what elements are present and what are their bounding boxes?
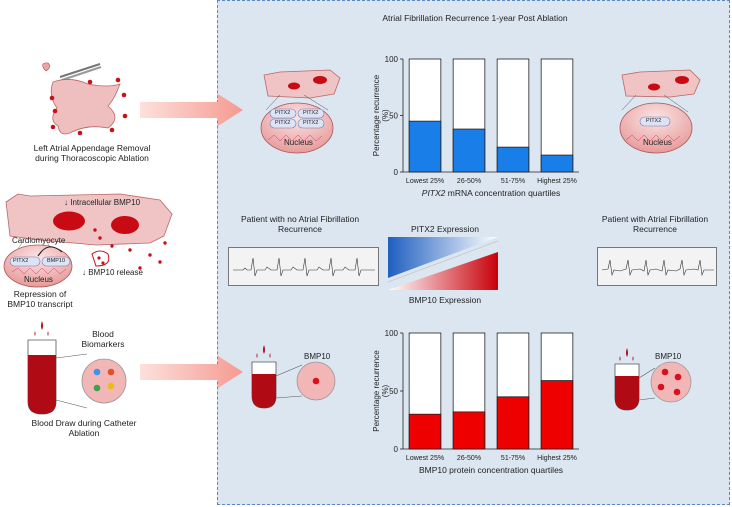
- bmp10-label-left: BMP10: [47, 258, 66, 264]
- y-axis-label: Percentage recurrence: [372, 74, 381, 156]
- af-label-2: Recurrence: [633, 224, 677, 234]
- nucleus-label-right: Nucleus: [643, 138, 672, 147]
- pitx2-expression-label: PITX2 Expression: [410, 224, 480, 234]
- y-axis-unit: (%): [381, 384, 390, 397]
- ecg-no-recurrence: [228, 247, 379, 286]
- x-tick-label: Highest 25%: [537, 178, 577, 185]
- bar-recurrence: [452, 128, 486, 173]
- atrial-appendage-icon: [42, 62, 128, 136]
- no-af-label-2: Recurrence: [278, 224, 322, 234]
- blood-draw-label-2: Ablation: [68, 428, 100, 438]
- appendage-caption-2: during Thoracoscopic Ablation: [35, 153, 149, 163]
- appendage-caption-1: Left Atrial Appendage Removal: [33, 143, 151, 153]
- bmp10-tube-label-right: BMP10: [655, 352, 682, 361]
- nucleus-label-left: Nucleus: [24, 275, 53, 284]
- nucleus-label-mid: Nucleus: [284, 138, 313, 147]
- blood-tube-low-bmp10-icon: [251, 345, 336, 409]
- y-axis-label: Percentage recurrence: [372, 350, 381, 432]
- pitx2-tag-4: PITX2: [303, 120, 319, 126]
- bmp10-expression-label: BMP10 Expression: [408, 295, 482, 305]
- blood-tube-high-bmp10-icon: [614, 348, 692, 411]
- bar-remainder: [540, 58, 574, 173]
- blood-draw-label-1: Blood Draw during Catheter: [31, 418, 137, 428]
- x-axis-label: BMP10 protein concentration quartiles: [419, 465, 563, 475]
- arrow-right-top: [140, 94, 243, 126]
- biomarkers-label-2: Biomarkers: [81, 339, 125, 349]
- bmp10-tube-label-mid: BMP10: [304, 352, 331, 361]
- y-tick-label: 50: [389, 112, 398, 121]
- pitx2-tag-1: PITX2: [275, 110, 291, 116]
- cell-high-pitx2-icon: [260, 69, 341, 154]
- arrow-right-bottom: [140, 356, 243, 388]
- cardiomyocyte-icon: [3, 193, 173, 288]
- release-label: ↓ BMP10 release: [82, 268, 143, 277]
- no-af-label-1: Patient with no Atrial Fibrillation: [240, 214, 360, 224]
- repression-label-2: BMP10 transcript: [7, 299, 73, 309]
- bar-recurrence: [540, 154, 574, 173]
- bar-recurrence: [496, 396, 530, 450]
- pitx2-expression-wedge: [388, 237, 498, 278]
- intracellular-label: ↓ Intracellular BMP10: [64, 198, 141, 207]
- biomarkers-label-1: Blood: [92, 329, 114, 339]
- x-tick-label: 26-50%: [457, 455, 481, 462]
- y-tick-label: 100: [385, 55, 399, 64]
- panel-title: Atrial Fibrillation Recurrence 1-year Po…: [382, 13, 568, 23]
- blood-tube-icon: [27, 321, 127, 415]
- repression-label-1: Repression of: [13, 289, 67, 299]
- cardiomyocyte-label: Cardiomyocyte: [12, 236, 66, 245]
- bar-recurrence: [452, 411, 486, 450]
- x-tick-label: 26-50%: [457, 178, 481, 185]
- cell-low-pitx2-icon: [619, 69, 701, 154]
- y-tick-label: 0: [394, 445, 399, 454]
- y-axis-unit: (%): [381, 109, 390, 122]
- x-tick-label: 51-75%: [501, 455, 525, 462]
- pitx2-tag-3: PITX2: [275, 120, 291, 126]
- x-tick-label: Highest 25%: [537, 455, 577, 462]
- ecg-recurrence: [597, 247, 717, 286]
- x-tick-label: 51-75%: [501, 178, 525, 185]
- bar-recurrence: [408, 120, 442, 173]
- x-tick-label: Lowest 25%: [406, 178, 444, 185]
- bmp10-expression-wedge: [388, 252, 498, 290]
- pitx2-label-left: PITX2: [13, 258, 29, 264]
- y-tick-label: 0: [394, 168, 399, 177]
- pitx2-tag-2: PITX2: [303, 110, 319, 116]
- x-axis-label: PITX2 mRNA concentration quartiles: [422, 188, 560, 198]
- bar-recurrence: [496, 146, 530, 173]
- af-label-1: Patient with Atrial Fibrillation: [601, 214, 709, 224]
- y-tick-label: 100: [385, 329, 399, 338]
- y-tick-label: 50: [389, 387, 398, 396]
- bar-recurrence: [408, 413, 442, 450]
- x-tick-label: Lowest 25%: [406, 455, 444, 462]
- bar-recurrence: [540, 380, 574, 450]
- pitx2-tag-right: PITX2: [646, 118, 662, 124]
